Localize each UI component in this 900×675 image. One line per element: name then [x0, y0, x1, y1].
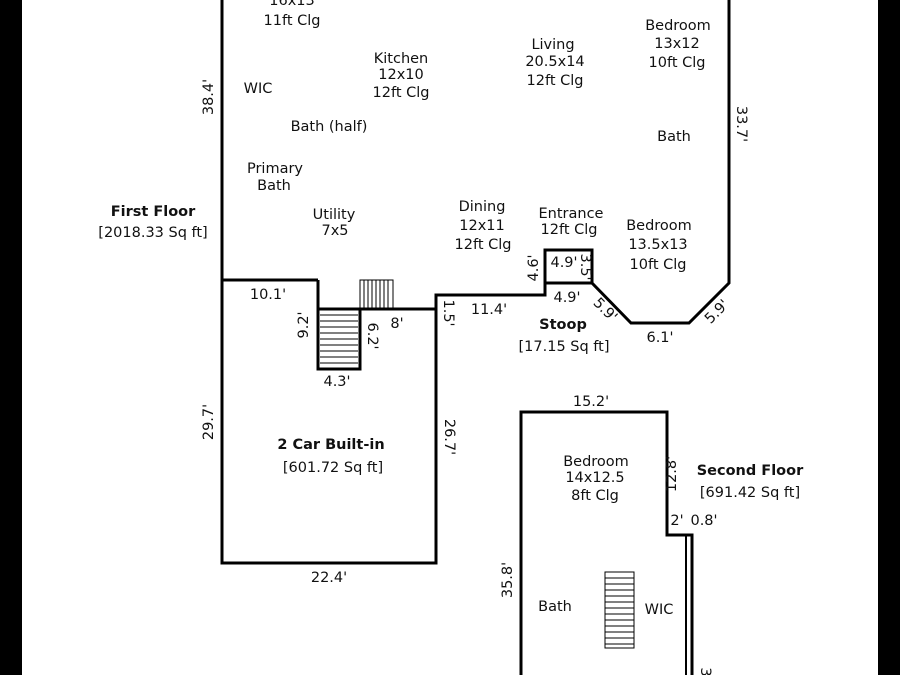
kitchen-ceiling: 12ft Clg: [373, 85, 430, 101]
dim-6-1: 6.1': [646, 330, 673, 346]
first-floor-title: First Floor: [111, 204, 196, 220]
kitchen-size: 12x10: [378, 67, 423, 83]
stoop-area: [17.15 Sq ft]: [519, 339, 610, 355]
bath-second-label: Bath: [538, 599, 572, 615]
dim-33-7: 33.7': [733, 106, 749, 142]
page-border-inner: [22, 0, 878, 675]
main-stairs: [359, 279, 394, 309]
garage-stairs: [320, 314, 358, 364]
dim-2: 2': [670, 513, 683, 529]
dim-4-3: 4.3': [323, 374, 350, 390]
living-ceiling: 12ft Clg: [527, 73, 584, 89]
first-floor-wall: [220, 0, 438, 565]
dim-6-2: 6.2': [364, 322, 380, 349]
bedroom-second-ceiling: 8ft Clg: [571, 488, 619, 504]
bedroom-mid-size: 13.5x13: [628, 237, 687, 253]
page-border-left: [0, 0, 22, 675]
dim-38-4: 38.4': [201, 79, 217, 115]
kitchen-label: Kitchen: [374, 51, 429, 67]
garage-area: [601.72 Sq ft]: [283, 460, 383, 476]
bedroom-second-size: 14x12.5: [565, 470, 624, 486]
bedroom-top-ceiling: 10ft Clg: [649, 55, 706, 71]
dim-22-4: 22.4': [311, 570, 347, 586]
dim-10-1: 10.1': [250, 287, 286, 303]
entrance-ceiling: 12ft Clg: [541, 222, 598, 238]
dim-5-9-left: 5.9': [590, 295, 620, 325]
living-label: Living: [531, 37, 574, 53]
living-size: 20.5x14: [525, 54, 584, 70]
page-border-right: [878, 0, 900, 675]
wic-label: WIC: [244, 81, 273, 97]
dim-29-7: 29.7': [201, 404, 217, 440]
dim-3-5: 3.5': [577, 253, 593, 280]
dim-9-2: 9.2': [296, 311, 312, 338]
dining-ceiling: 12ft Clg: [455, 237, 512, 253]
first-floor-area: [2018.33 Sq ft]: [98, 225, 207, 241]
stoop-title: Stoop: [539, 317, 587, 333]
garage-title: 2 Car Built-in: [277, 437, 384, 453]
dining-size: 12x11: [459, 218, 504, 234]
bath-right-label: Bath: [657, 129, 691, 145]
top-room-size: 16x13: [269, 0, 314, 9]
dim-8: 8': [390, 316, 403, 332]
dim-4-6: 4.6': [526, 254, 542, 281]
dim-11-4: 11.4': [471, 302, 507, 318]
second-floor-wall: [519, 410, 694, 675]
second-floor-title: Second Floor: [697, 463, 804, 479]
dim-26-7: 26.7': [441, 419, 457, 455]
top-room-ceiling: 11ft Clg: [264, 13, 321, 29]
dim-12-8: 12.8': [664, 456, 680, 492]
utility-label: Utility: [313, 207, 356, 223]
dim-4-9-top: 4.9': [550, 255, 577, 271]
bath-half-label: Bath (half): [291, 119, 368, 135]
bedroom-top-label: Bedroom: [645, 18, 711, 34]
dim-0-8: 0.8': [690, 513, 717, 529]
bedroom-mid-ceiling: 10ft Clg: [630, 257, 687, 273]
bedroom-second-label: Bedroom: [563, 454, 629, 470]
dim-1-5: 1.5': [440, 299, 456, 326]
bedroom-top-size: 13x12: [654, 36, 699, 52]
second-floor-stairs: [604, 571, 635, 649]
first-floor-front-wall: [434, 0, 731, 325]
utility-size: 7x5: [321, 223, 348, 239]
dim-3-cut: 3: [697, 667, 713, 675]
garage-stair-wall: [316, 280, 362, 371]
dining-label: Dining: [459, 199, 506, 215]
primary-bath-label: Primary: [247, 161, 303, 177]
dim-5-9-right: 5.9': [702, 297, 732, 327]
wic-second-label: WIC: [645, 602, 674, 618]
primary-bath-label-2: Bath: [257, 178, 291, 194]
dim-15-2: 15.2': [573, 394, 609, 410]
second-floor-area: [691.42 Sq ft]: [700, 485, 800, 501]
dim-35-8: 35.8': [500, 562, 516, 598]
bedroom-mid-label: Bedroom: [626, 218, 692, 234]
entrance-label: Entrance: [539, 206, 604, 222]
dim-4-9-bottom: 4.9': [553, 290, 580, 306]
